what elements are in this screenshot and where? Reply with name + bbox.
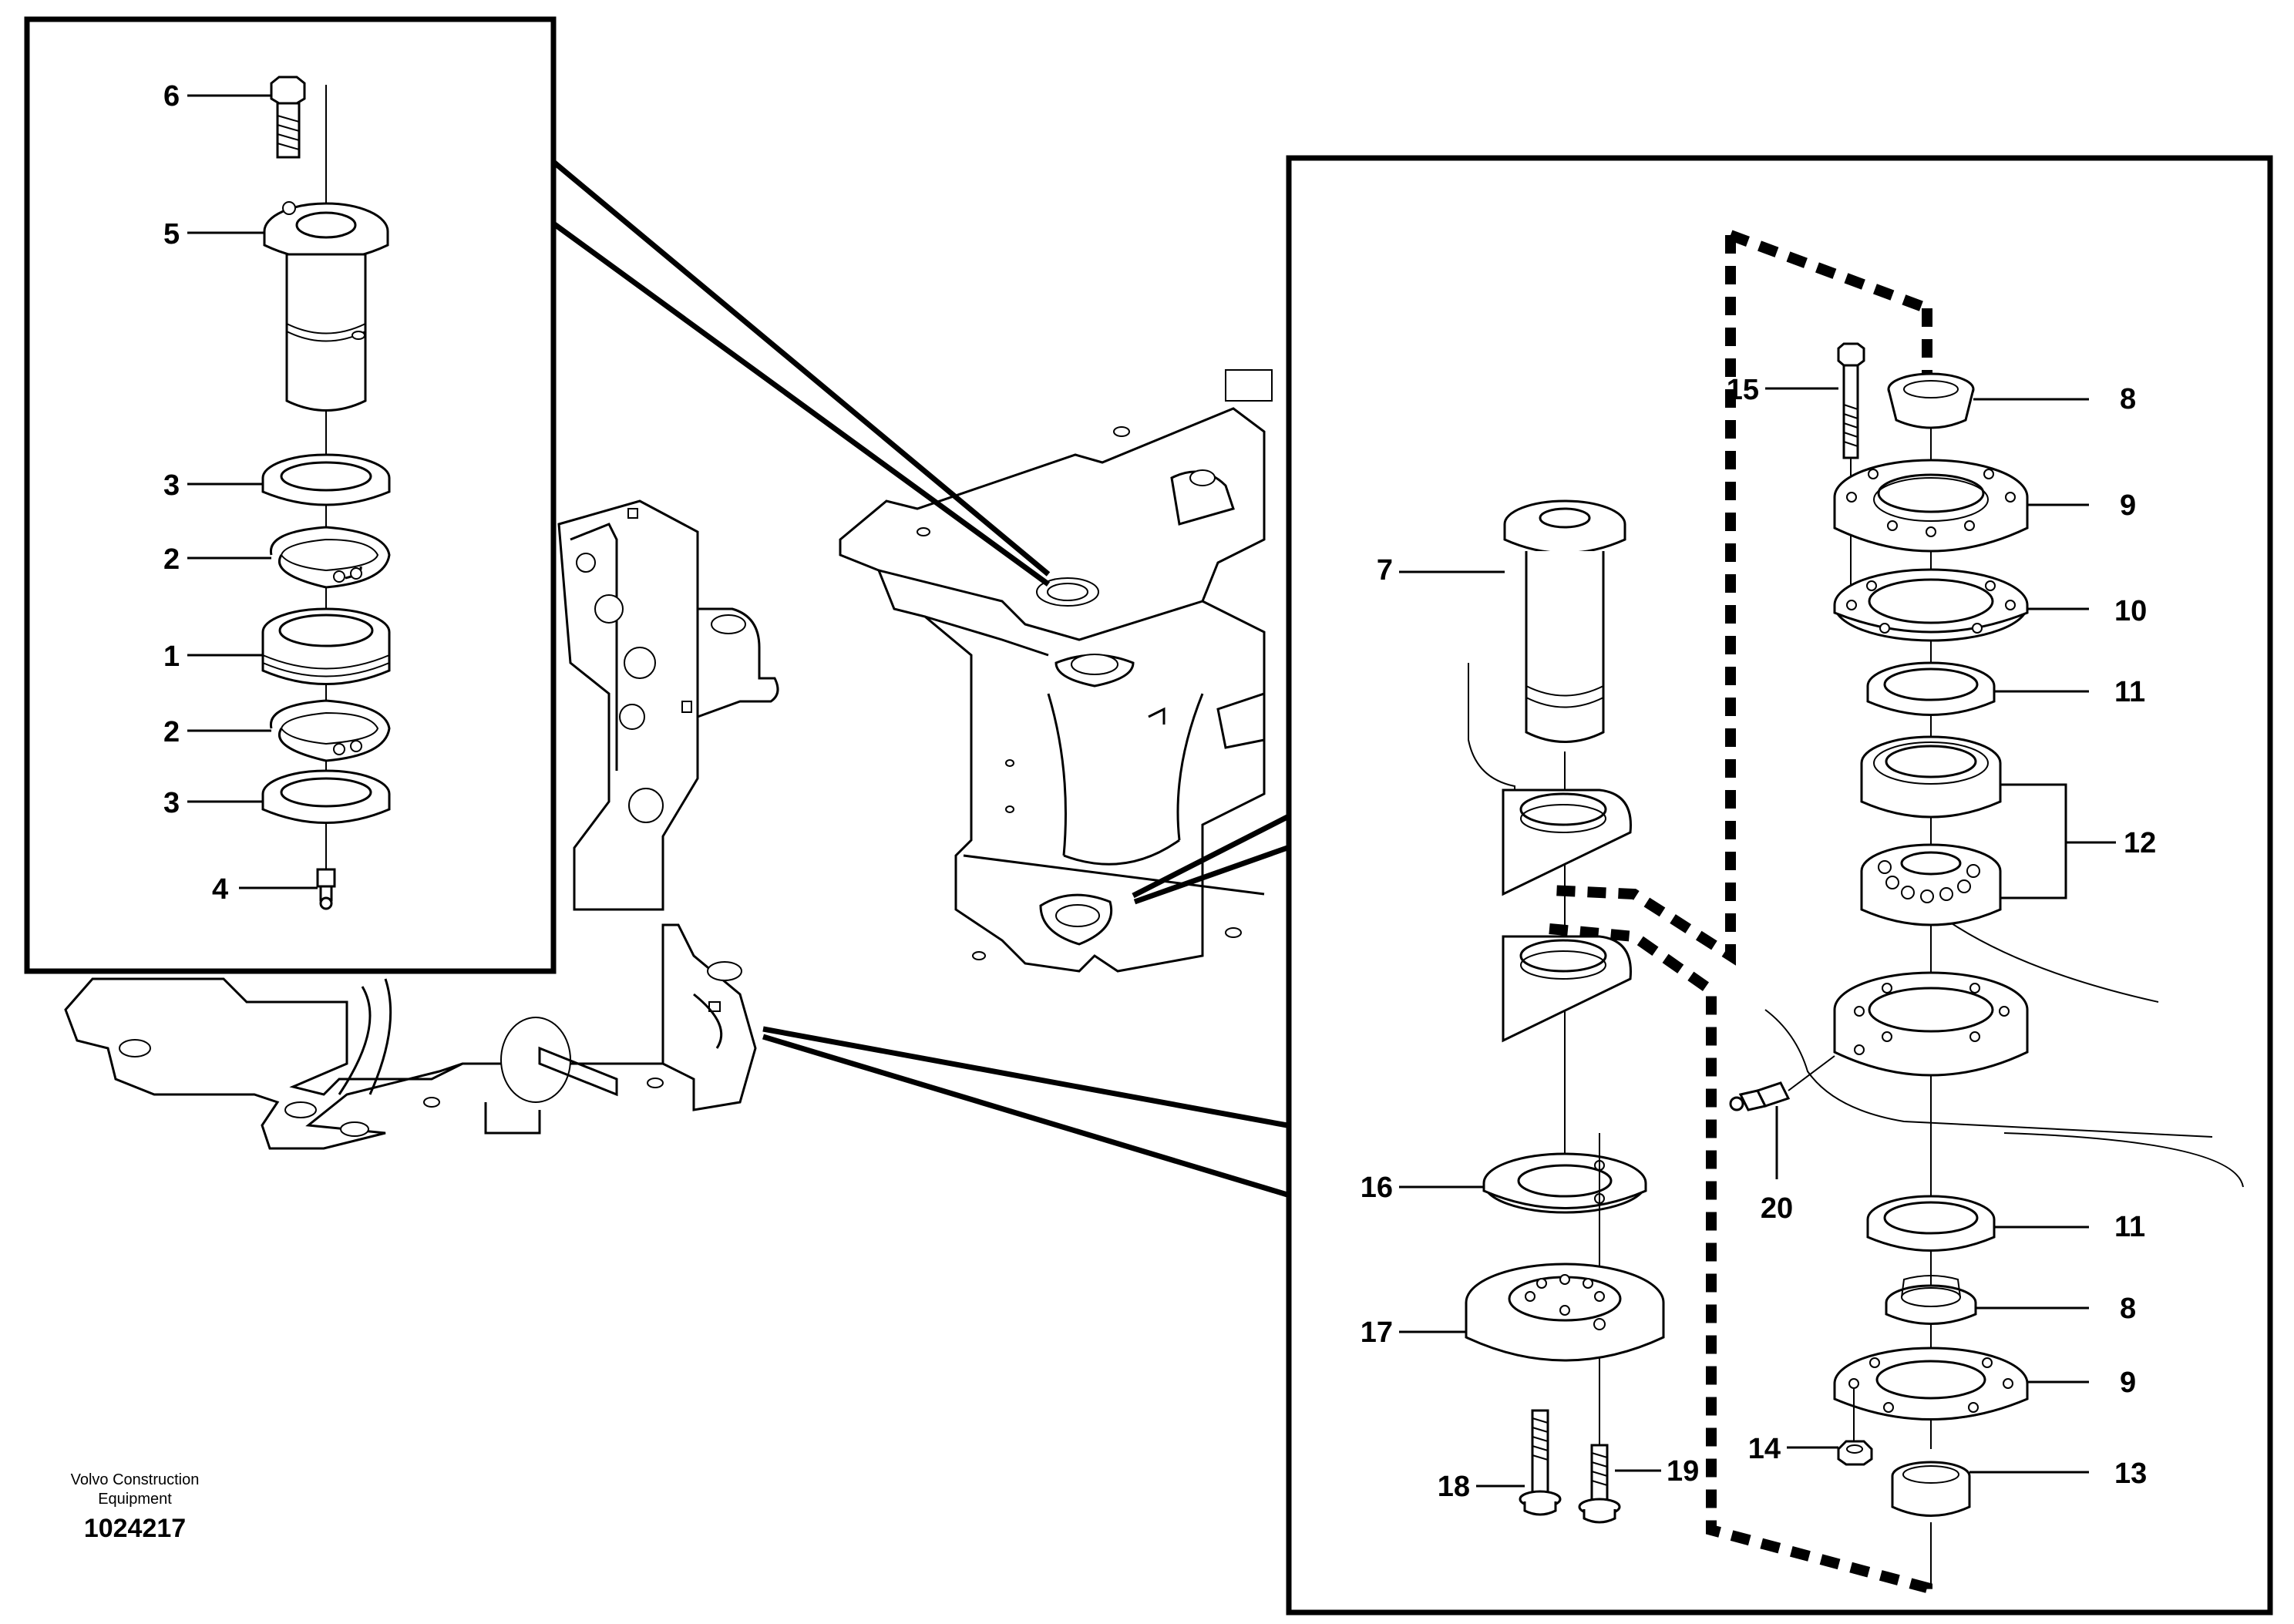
part-7-pin bbox=[1503, 499, 1626, 1172]
part-17-cap bbox=[1465, 1263, 1665, 1362]
rear-frame-plate bbox=[557, 499, 779, 911]
callout-1: 1 bbox=[163, 641, 180, 673]
brand-line-1: Volvo Construction bbox=[70, 1471, 200, 1488]
callout-9-lower: 9 bbox=[2120, 1367, 2136, 1399]
callout-7: 7 bbox=[1377, 554, 1393, 587]
callout-4: 4 bbox=[212, 873, 228, 906]
brand-caption: Volvo Construction Equipment bbox=[46, 1471, 224, 1509]
lower-frame-base bbox=[64, 923, 757, 1150]
callout-10: 10 bbox=[2114, 595, 2147, 627]
callout-3: 3 bbox=[163, 469, 180, 502]
part-6-bolt bbox=[270, 76, 306, 159]
part-12-bearing-upper bbox=[1860, 735, 2002, 819]
callout-14: 14 bbox=[1748, 1433, 1781, 1465]
callout-12: 12 bbox=[2124, 827, 2156, 859]
part-4-grease-nipple bbox=[316, 868, 336, 910]
part-12-bearing-lower bbox=[1860, 843, 2002, 926]
frame-illustration bbox=[64, 369, 1273, 1150]
part-19-bolt bbox=[1578, 1444, 1621, 1524]
callout-5: 5 bbox=[163, 218, 180, 250]
callout-9: 9 bbox=[2120, 489, 2136, 522]
clevis-lower-lug bbox=[1502, 935, 1632, 1043]
part-5-pin bbox=[263, 201, 389, 412]
callout-6: 6 bbox=[163, 80, 180, 113]
part-13-bushing bbox=[1891, 1461, 1971, 1588]
callout-8-lower: 8 bbox=[2120, 1293, 2136, 1325]
part-15-bolt bbox=[1837, 342, 1865, 609]
callout-15: 15 bbox=[1727, 374, 1759, 406]
zoom-leaders bbox=[551, 160, 1289, 1198]
part-10-shim bbox=[1833, 568, 2029, 642]
callout-20: 20 bbox=[1761, 1192, 1793, 1225]
callout-18: 18 bbox=[1438, 1471, 1470, 1503]
part-11-ring-lower bbox=[1866, 1195, 1996, 1252]
part-16-shim bbox=[1482, 1133, 1647, 1503]
callout-2-lower: 2 bbox=[163, 716, 180, 748]
left-detail-box: 6 5 3 2 1 2 3 4 bbox=[24, 16, 557, 974]
part-18-bolt bbox=[1519, 1409, 1562, 1516]
part-8-bushing-upper bbox=[1887, 372, 1975, 429]
callout-2: 2 bbox=[163, 543, 180, 576]
callout-17: 17 bbox=[1361, 1316, 1393, 1349]
clevis-upper-lug bbox=[1502, 788, 1632, 896]
callout-13: 13 bbox=[2114, 1458, 2147, 1490]
part-11-ring-upper bbox=[1866, 661, 1996, 716]
part-2-circlip-upper bbox=[269, 526, 391, 589]
part-2-circlip-lower bbox=[269, 699, 391, 762]
callout-11: 11 bbox=[2114, 676, 2145, 708]
part-9-flange-upper bbox=[1833, 459, 2029, 553]
housing-boss bbox=[1833, 971, 2029, 1077]
callout-8: 8 bbox=[2120, 383, 2136, 415]
part-3-seal-upper bbox=[261, 453, 391, 506]
part-20-grease-nipple bbox=[1729, 1055, 1835, 1111]
front-frame bbox=[839, 369, 1273, 973]
callout-3-lower: 3 bbox=[163, 787, 180, 819]
part-9-flange-lower bbox=[1833, 1347, 2029, 1421]
callout-19: 19 bbox=[1667, 1455, 1699, 1488]
part-3-seal-lower bbox=[261, 769, 391, 824]
right-detail-box: 7 15 8 9 10 11 12 20 11 8 9 14 13 16 17 … bbox=[1286, 155, 2273, 1616]
callout-16: 16 bbox=[1361, 1172, 1393, 1204]
part-1-bearing bbox=[261, 607, 391, 685]
drawing-number: 1024217 bbox=[83, 1514, 187, 1543]
part-8-bushing-lower bbox=[1885, 1275, 1977, 1325]
part-14-nut bbox=[1837, 1440, 1873, 1466]
callout-11-lower: 11 bbox=[2114, 1211, 2145, 1243]
brand-line-2: Equipment bbox=[98, 1491, 172, 1508]
